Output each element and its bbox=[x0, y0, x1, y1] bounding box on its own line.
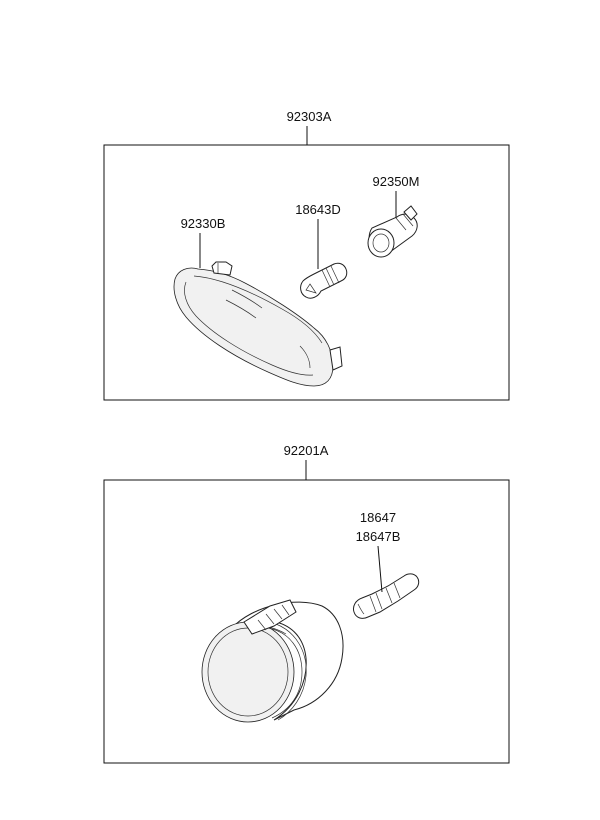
assembly-label-92303A[interactable]: 92303A bbox=[287, 109, 332, 124]
part-label-92350M[interactable]: 92350M bbox=[373, 174, 420, 189]
assembly-frame bbox=[103, 144, 510, 401]
part-label-18647B[interactable]: 18647B bbox=[356, 529, 401, 544]
bulb-drawing[interactable] bbox=[300, 262, 348, 299]
bulb-socket-drawing[interactable] bbox=[367, 205, 418, 258]
part-label-18647[interactable]: 18647 bbox=[360, 510, 396, 525]
fog-lamp-drawing[interactable] bbox=[201, 599, 344, 723]
lamp-lens-drawing[interactable] bbox=[173, 261, 343, 387]
assembly-label-92201A[interactable]: 92201A bbox=[284, 443, 329, 458]
part-label-92330B[interactable]: 92330B bbox=[181, 216, 226, 231]
assembly-side-marker-lamp: 92303A 18643D bbox=[103, 109, 510, 401]
assembly-frame bbox=[103, 479, 510, 764]
leader-line bbox=[377, 545, 383, 593]
part-label-18643D[interactable]: 18643D bbox=[295, 202, 341, 217]
fog-bulb-drawing[interactable] bbox=[353, 573, 420, 619]
assembly-fog-lamp: 92201A 18647 18647B bbox=[103, 443, 510, 764]
